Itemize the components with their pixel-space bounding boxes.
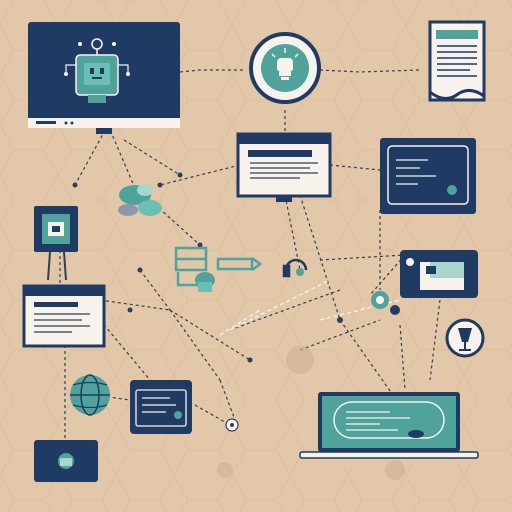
gear-icon: [371, 291, 400, 315]
lightbulb-circle-icon: [249, 32, 321, 104]
terminal-window-icon: [22, 284, 106, 348]
cloud-cluster-icon: [118, 184, 162, 216]
chart-window-icon: [130, 380, 239, 434]
headset-icon: [282, 258, 308, 278]
person-phone-icon: [195, 272, 215, 292]
tablet-icon: [34, 440, 98, 482]
network-connections: [59, 69, 441, 440]
camera-device-icon: [400, 250, 478, 298]
monitor-with-robot-icon: [28, 22, 180, 134]
decorative-blobs: [217, 346, 405, 480]
browser-window-icon: [236, 132, 332, 202]
connection-nodes: [72, 172, 343, 363]
arrow-flow-icon: [174, 246, 263, 287]
small-device-icon: [34, 206, 78, 281]
document-icon: [428, 20, 486, 102]
laptop-icon: [299, 392, 479, 459]
light-connection-lines: [219, 279, 401, 336]
wine-glass-circle-icon: [445, 318, 485, 358]
globe-icon: [70, 374, 110, 416]
code-window-icon: [380, 138, 476, 214]
